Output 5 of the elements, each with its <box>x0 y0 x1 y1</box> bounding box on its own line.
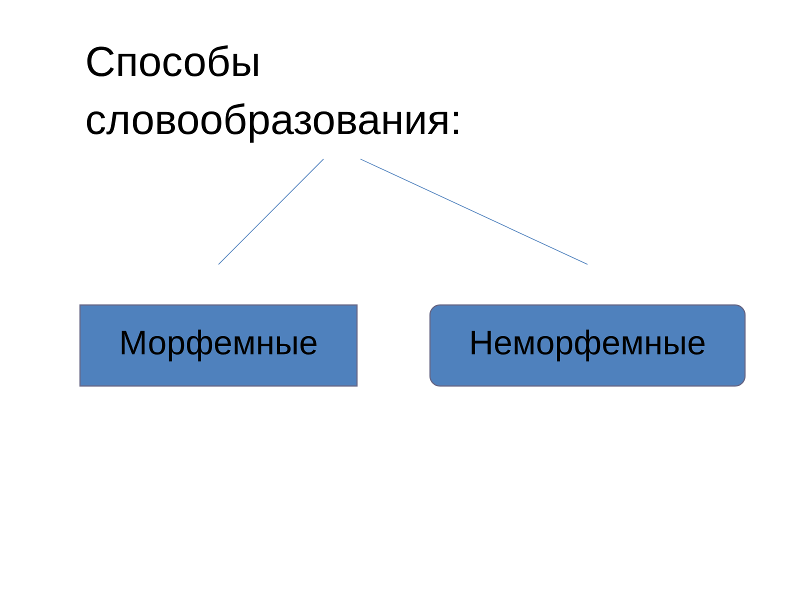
process-box: Морфемные <box>79 304 358 387</box>
connector-line <box>360 158 588 265</box>
rounded-box: Неморфемные <box>429 304 746 387</box>
connector-line <box>218 158 324 265</box>
title-text: Способы словообразования: <box>87 45 458 143</box>
